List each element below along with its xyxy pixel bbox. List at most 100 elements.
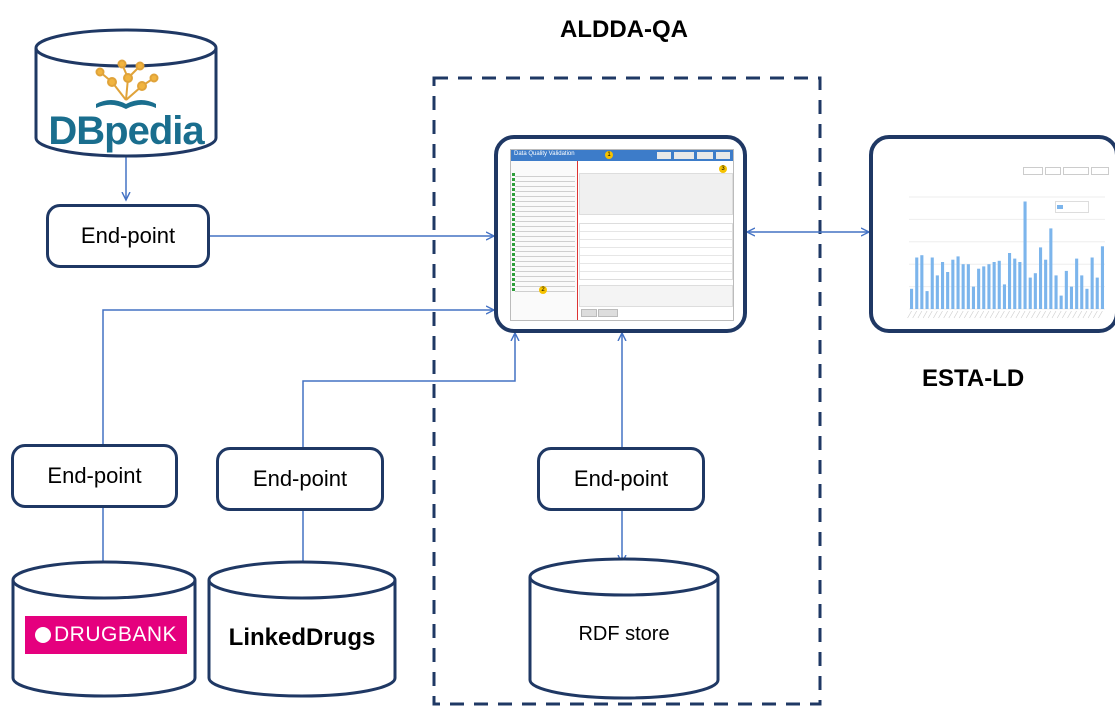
esta-bar [1059, 295, 1063, 309]
aldda-qa-screenshot-frame: Data Quality Validation 1 2 3 [494, 135, 747, 333]
drugbank-logo: DRUGBANK [25, 616, 187, 654]
drugbank-pill-icon [34, 627, 51, 643]
esta-bar [1039, 247, 1043, 309]
esta-bar [920, 255, 924, 309]
esta-tick-label [912, 310, 917, 319]
esta-tick-label [1067, 310, 1072, 319]
esta-tick-label [989, 310, 995, 319]
sidebar-list [515, 173, 575, 293]
esta-tick-label [974, 310, 979, 319]
esta-tick-label [969, 310, 974, 319]
esta-bar [1085, 288, 1089, 309]
esta-bar [982, 266, 986, 309]
esta-tick-label [1036, 310, 1041, 319]
app-header: Data Quality Validation 1 [511, 150, 733, 161]
sidebar-status-dots [512, 173, 515, 293]
esta-tick-label [1072, 310, 1077, 319]
esta-tick-label [922, 310, 928, 319]
esta-tick-label [1051, 310, 1057, 319]
rdf-store-label: RDF store [578, 622, 670, 645]
esta-tick-label [1025, 310, 1031, 319]
aldda-qa-boundary [432, 76, 822, 706]
esta-tick-label [917, 310, 923, 319]
dbpedia-logo: DBpedia [40, 108, 212, 154]
esta-bar [1100, 246, 1104, 309]
rdf-endpoint-box: End-point [537, 447, 705, 511]
esta-tick-label [938, 310, 943, 319]
esta-legend-box [1055, 201, 1089, 213]
esta-tick-label [1000, 310, 1005, 319]
esta-toolbar-button [1045, 167, 1061, 175]
esta-bar [1033, 273, 1037, 309]
linkeddrugs-cylinder [207, 560, 397, 698]
app-header-title: Data Quality Validation [514, 151, 575, 157]
cancel-button [598, 309, 618, 317]
esta-bar [1044, 259, 1048, 309]
app-header-button [674, 152, 694, 159]
app-main-panel: 3 [579, 163, 733, 318]
main-badge: 3 [719, 165, 727, 173]
linkeddrugs-endpoint-box: End-point [216, 447, 384, 511]
esta-tick-label [964, 310, 969, 319]
esta-bar [1080, 275, 1084, 309]
esta-tick-label [907, 310, 912, 319]
esta-tick-label [1010, 310, 1015, 319]
esta-bar [992, 262, 996, 309]
rdf-store-cylinder [528, 557, 720, 700]
esta-bar [1090, 257, 1094, 309]
dbpedia-logo-text: DBpedia [48, 108, 204, 153]
esta-tick-label [953, 310, 959, 319]
esta-tick-label [958, 310, 964, 319]
esta-bar [1054, 275, 1058, 309]
esta-bar [997, 260, 1001, 309]
esta-bar [1028, 277, 1032, 309]
esta-toolbar-button [1063, 167, 1089, 175]
esta-toolbar [1023, 167, 1111, 175]
esta-tick-label [1041, 310, 1046, 319]
app-sidebar: 2 [511, 161, 578, 320]
esta-tick-label [927, 310, 933, 319]
esta-bar [966, 264, 970, 309]
esta-tick-label [995, 310, 1000, 319]
esta-bar [1064, 270, 1068, 309]
esta-bar [941, 262, 945, 309]
app-header-button [716, 152, 730, 159]
esta-bar [1002, 284, 1006, 309]
esta-tick-label [1015, 310, 1021, 319]
esta-bar [1023, 201, 1027, 309]
esta-tick-label [1093, 310, 1098, 319]
esta-bar [925, 291, 929, 309]
esta-bar [1075, 258, 1079, 309]
dbpedia-network-icon [95, 59, 159, 101]
esta-tick-label [1020, 310, 1026, 319]
esta-toolbar-button [1023, 167, 1043, 175]
esta-bar [915, 257, 919, 309]
esta-tick-label [979, 310, 985, 319]
esta-ld-title: ESTA-LD [922, 365, 1025, 392]
esta-tick-label [948, 310, 954, 319]
app-header-button [697, 152, 713, 159]
esta-bar [1008, 253, 1012, 309]
esta-tick-label [933, 310, 938, 319]
esta-bar [1049, 228, 1053, 309]
esta-bar [1069, 286, 1073, 309]
esta-bar [1095, 277, 1099, 309]
esta-ld-screenshot [883, 149, 1113, 325]
esta-tick-label [1098, 310, 1103, 319]
esta-tick-label [1087, 310, 1093, 319]
esta-bar [1018, 262, 1022, 309]
esta-bar [987, 264, 991, 309]
aldda-qa-title: ALDDA-QA [560, 16, 688, 43]
linkeddrugs-label: LinkedDrugs [228, 624, 376, 651]
aldda-qa-screenshot: Data Quality Validation 1 2 3 [510, 149, 734, 321]
esta-tick-label [1077, 310, 1083, 319]
esta-tick-label [1005, 310, 1010, 319]
esta-bar [977, 268, 981, 309]
esta-bar [956, 256, 960, 309]
app-header-badge-1: 1 [605, 151, 613, 159]
esta-tick-label [1031, 310, 1036, 319]
drugbank-endpoint-box: End-point [11, 444, 178, 508]
esta-bar-chart [907, 196, 1105, 319]
dbpedia-book-icon [96, 100, 156, 109]
